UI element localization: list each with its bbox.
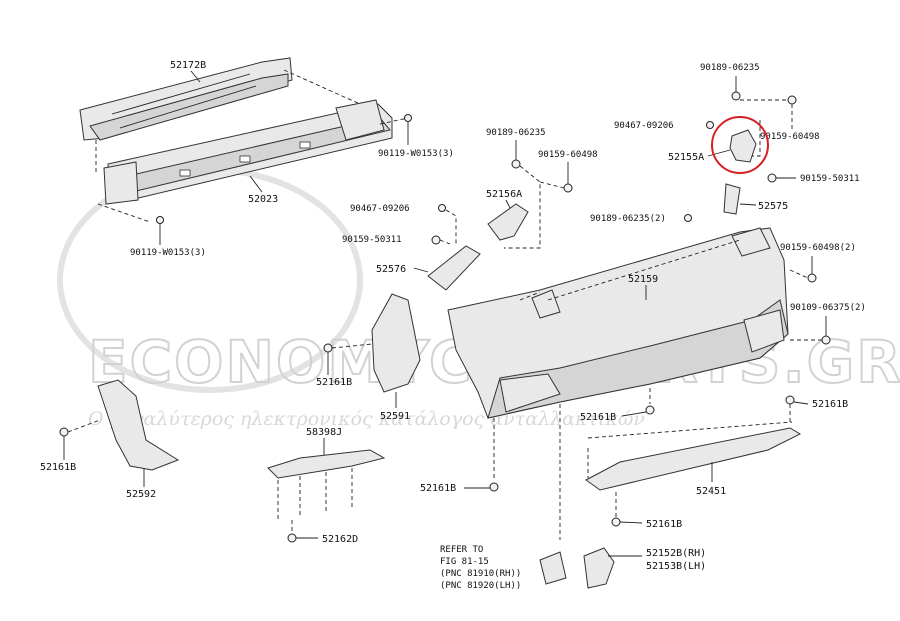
label-52592: 52592	[126, 489, 156, 500]
label-52161B-mid: 52161B	[316, 377, 352, 388]
label-52161B-center2: 52161B	[420, 483, 456, 494]
reference-note-line3: (PNC 81910(RH))	[440, 569, 521, 579]
label-52152B: 52152B(RH)	[646, 548, 706, 559]
label-90189-mid: 90189-06235	[486, 128, 546, 138]
label-52172B: 52172B	[170, 60, 206, 71]
label-52161B-center1: 52161B	[580, 412, 616, 423]
reference-note-line4: (PNC 81920(LH))	[440, 581, 521, 591]
label-52576: 52576	[376, 264, 406, 275]
label-52023: 52023	[248, 194, 278, 205]
label-52159: 52159	[628, 274, 658, 285]
label-52161B-right: 52161B	[812, 399, 848, 410]
reference-note-line1: REFER TO	[440, 545, 483, 555]
label-90189-2: 90189-06235(2)	[590, 214, 666, 224]
label-90189-top: 90189-06235	[700, 63, 760, 73]
label-58398J: 58398J	[306, 427, 342, 438]
label-52155A: 52155A	[668, 152, 704, 163]
label-52451: 52451	[696, 486, 726, 497]
label-90119-bottom: 90119-W0153(3)	[130, 248, 206, 258]
reference-note: REFER TO FIG 81-15 (PNC 81910(RH)) (PNC …	[440, 545, 521, 591]
label-52575: 52575	[758, 201, 788, 212]
watermark-tagline: Ο μεγαλύτερος ηλεκτρονικός κατάλογος αντ…	[88, 408, 645, 430]
reference-note-line2: FIG 81-15	[440, 557, 489, 567]
label-52156A: 52156A	[486, 189, 522, 200]
highlight-circle	[711, 116, 769, 174]
bumper-cover-part	[447, 227, 789, 419]
label-90119-top: 90119-W0153(3)	[378, 149, 454, 159]
label-52591: 52591	[380, 411, 410, 422]
label-90109-2: 90109-06375(2)	[790, 303, 866, 313]
label-90467-mid: 90467-09206	[350, 204, 410, 214]
label-90159-60498-mid: 90159-60498	[538, 150, 598, 160]
label-52153B: 52153B(LH)	[646, 561, 706, 572]
label-90467-top: 90467-09206	[614, 121, 674, 131]
label-90159-60498-2: 90159-60498(2)	[780, 243, 856, 253]
label-90159-50311-right: 90159-50311	[800, 174, 860, 184]
label-52162D: 52162D	[322, 534, 358, 545]
label-90159-50311-left: 90159-50311	[342, 235, 402, 245]
label-90159-60498-top: 90159-60498	[760, 132, 820, 142]
reinforcement-beam-part	[103, 99, 393, 205]
label-52161B-bottom: 52161B	[646, 519, 682, 530]
label-52161B-left: 52161B	[40, 462, 76, 473]
reinforcement-upper-part	[79, 57, 293, 141]
